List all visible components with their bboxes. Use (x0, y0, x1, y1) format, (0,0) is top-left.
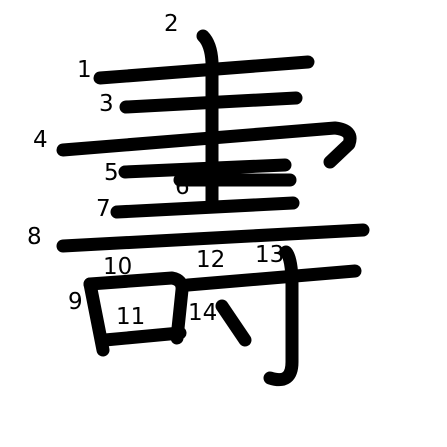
stroke-10 (83, 271, 189, 345)
character-strokes (56, 29, 370, 387)
stroke-number-5: 5 (104, 160, 119, 186)
stroke-number-10: 10 (103, 254, 132, 280)
stroke-7 (110, 196, 300, 219)
stroke-number-4: 4 (33, 127, 48, 153)
stroke-number-1: 1 (77, 57, 92, 83)
stroke-2 (196, 29, 219, 212)
stroke-number-labels: 1 2 3 4 5 6 7 8 9 10 11 12 13 14 (27, 11, 284, 330)
stroke-3 (119, 91, 303, 114)
stroke-number-12: 12 (196, 247, 225, 273)
stroke-number-3: 3 (99, 91, 114, 117)
stroke-11 (98, 326, 187, 347)
stroke-1 (93, 55, 315, 85)
stroke-5 (118, 158, 292, 179)
stroke-13 (263, 245, 299, 387)
stroke-number-14: 14 (188, 300, 217, 326)
stroke-number-6: 6 (175, 174, 190, 200)
stroke-number-9: 9 (68, 289, 83, 315)
stroke-number-11: 11 (116, 304, 145, 330)
stroke-number-8: 8 (27, 224, 42, 250)
stroke-14 (215, 299, 252, 347)
stroke-number-7: 7 (96, 196, 111, 222)
stroke-4 (56, 121, 357, 169)
stroke-number-13: 13 (255, 242, 284, 268)
stroke-number-2: 2 (164, 11, 179, 37)
stroke-8 (56, 223, 370, 253)
stroke-12 (181, 264, 362, 292)
